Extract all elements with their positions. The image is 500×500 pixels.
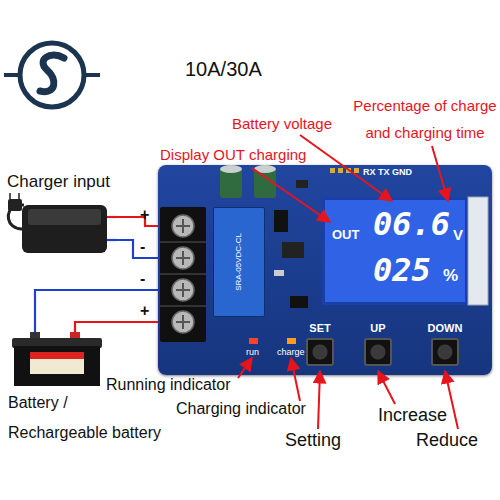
polarity-sign: + — [140, 302, 149, 320]
leader-arrow — [252, 168, 330, 222]
wire — [117, 217, 158, 226]
button-label: SET — [300, 322, 340, 335]
voltage-readout: 06.6 — [373, 206, 450, 243]
node-heading: Charger input — [7, 172, 110, 192]
capacitor-top — [220, 165, 242, 173]
charge-led — [287, 338, 296, 344]
capacitor-top — [254, 165, 276, 173]
wire-stub — [107, 239, 117, 241]
callout-label: Display OUT charging — [160, 146, 306, 163]
callout-label: Running indicator — [106, 376, 231, 394]
component — [282, 242, 304, 258]
charger-plug — [8, 199, 22, 211]
diagram-title: 10A/30A — [185, 58, 262, 81]
up-button: UP — [358, 322, 398, 374]
callout-label: Reduce — [416, 430, 478, 451]
leader-arrow — [378, 371, 395, 404]
battery-lid — [12, 338, 102, 348]
lcd-mode: OUT — [332, 228, 359, 243]
component — [290, 296, 308, 308]
screw-slot — [176, 219, 190, 329]
component — [274, 270, 284, 276]
terminal-divider — [160, 273, 206, 275]
pin-header-label: RX TX GND — [363, 167, 412, 177]
terminal-block — [160, 207, 206, 342]
down-button: DOWN — [421, 322, 469, 374]
relay: SRA-05VDC-CL — [213, 207, 265, 317]
header-pin — [346, 168, 351, 173]
controller-board: SRA-05VDC-CL OUT 06.6V 025% SET UP DOWN RX TX G… — [158, 165, 492, 375]
push-button-body — [306, 338, 334, 366]
terminal-screw — [172, 215, 194, 237]
leader-arrow — [300, 135, 392, 201]
terminal-divider — [160, 305, 206, 307]
lcd-unit: % — [443, 266, 458, 286]
charger-body — [22, 205, 107, 253]
battery-terminal — [30, 332, 40, 340]
led-label: run — [246, 347, 259, 357]
header-pin — [330, 168, 335, 173]
percent-readout: 025 — [373, 252, 431, 289]
plug-prong — [18, 193, 20, 199]
push-button-body — [364, 338, 392, 366]
push-button-body — [431, 338, 459, 366]
led-label: charge — [277, 347, 305, 357]
leader-arrow — [432, 146, 448, 201]
logo-bar — [4, 73, 100, 77]
battery-terminal — [70, 332, 80, 340]
charger-face — [28, 209, 101, 225]
logo-mark — [40, 55, 64, 92]
header-pin — [354, 168, 359, 173]
battery-body — [14, 346, 100, 386]
battery-sticker-band — [30, 352, 84, 359]
callout-label: Charging indicator — [176, 400, 306, 418]
header-pin — [338, 168, 343, 173]
button-label: UP — [358, 322, 398, 335]
wire — [75, 322, 158, 332]
lcd-frame — [468, 197, 488, 305]
plug-prong — [9, 193, 11, 199]
charger-cord — [8, 205, 24, 229]
callout-label: Percentage of charge and charging time — [350, 92, 500, 146]
leader-arrow — [291, 358, 300, 401]
relay-marking: SRA-05VDC-CL — [234, 233, 243, 291]
terminal-screw — [172, 279, 194, 301]
wire — [35, 290, 158, 332]
component — [274, 210, 288, 232]
callout-label: Increase — [378, 405, 447, 426]
battery-sticker — [30, 352, 84, 374]
capacitor — [254, 168, 276, 198]
callout-label: Battery voltage — [232, 115, 332, 132]
button-label: DOWN — [421, 322, 469, 335]
callout-label: Setting — [285, 430, 341, 451]
terminal-screw — [172, 311, 194, 333]
polarity-sign: + — [140, 206, 149, 224]
polarity-sign: - — [140, 238, 145, 256]
charger-adapter: Charger input — [5, 172, 117, 264]
leader-arrow — [318, 371, 320, 429]
wire — [117, 240, 158, 258]
wire-stub — [107, 216, 117, 218]
lcd-unit: V — [453, 226, 463, 243]
terminal-screw — [172, 247, 194, 269]
lcd-display: OUT 06.6V 025% — [322, 197, 468, 305]
polarity-sign: - — [140, 270, 145, 288]
capacitor — [220, 168, 242, 198]
node-heading: Battery / Rechargeable battery — [8, 388, 170, 448]
leader-arrow — [238, 358, 252, 378]
component — [296, 180, 308, 188]
run-led — [249, 338, 258, 344]
wires — [35, 217, 158, 332]
terminal-divider — [160, 241, 206, 243]
set-button: SET — [300, 322, 340, 374]
logo-ring — [20, 43, 84, 107]
